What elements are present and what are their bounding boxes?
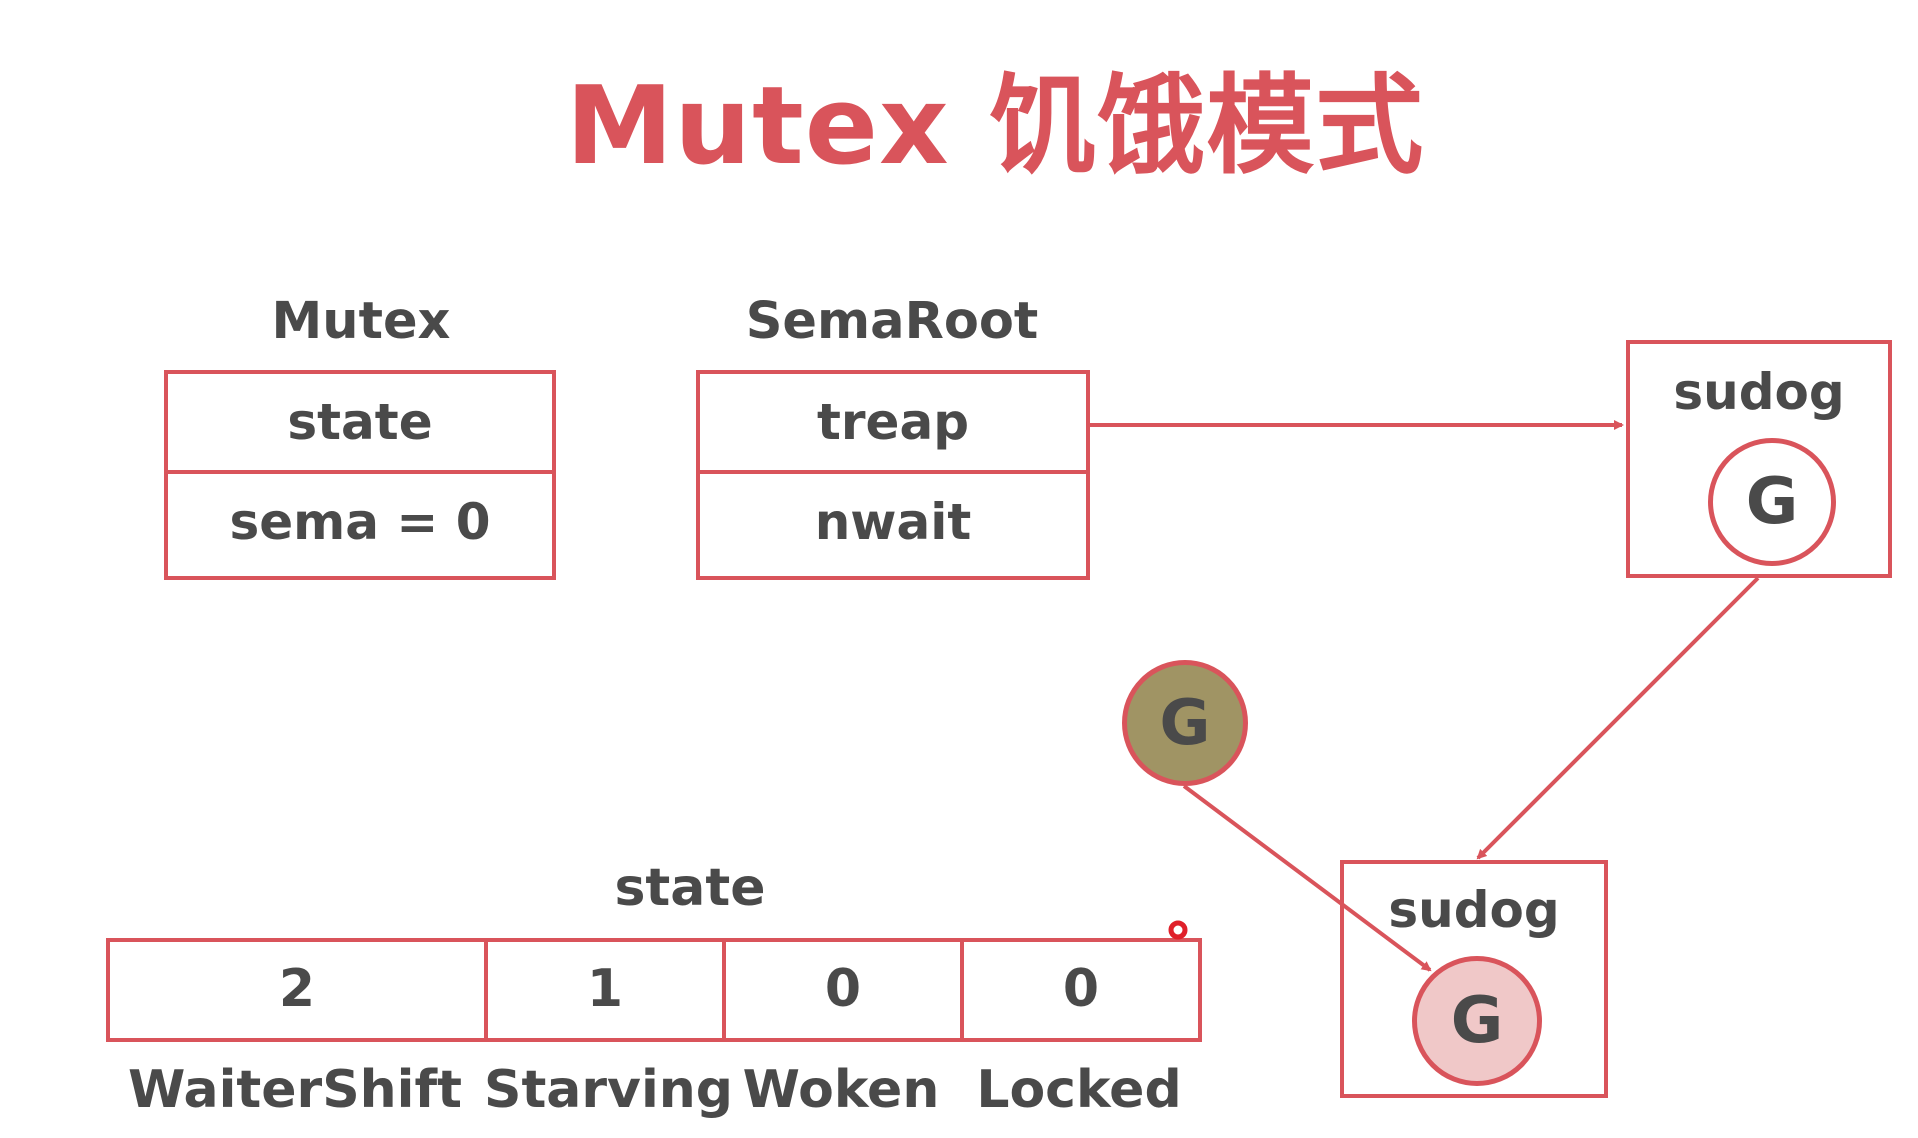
state-bits-title: state (614, 858, 766, 918)
sudog-top-g-label: G (1745, 465, 1799, 539)
free-goroutine-label: G (1159, 686, 1211, 759)
bit-waitershift-name: WaiterShift (128, 1060, 462, 1120)
semaroot-title: SemaRoot (745, 292, 1039, 351)
mutex-title: Mutex (271, 292, 451, 351)
mutex-struct: state sema = 0 (164, 370, 556, 580)
sudog-bottom: sudog G (1340, 860, 1608, 1098)
bit-woken-name: Woken (742, 1060, 940, 1120)
sudog-top-to-bottom-arrow (1476, 576, 1760, 860)
sudog-top-goroutine: G (1708, 438, 1836, 566)
sudog-top: sudog G (1626, 340, 1892, 578)
free-goroutine: G (1122, 660, 1248, 786)
sudog-bottom-g-label: G (1450, 984, 1504, 1058)
bit-woken-value: 0 (726, 942, 964, 1038)
bit-locked-name: Locked (976, 1060, 1182, 1120)
pointer-dot (1168, 920, 1188, 940)
mutex-field-state: state (168, 374, 552, 474)
bit-starving-name: Starving (484, 1060, 734, 1120)
slide-title: Mutex 饥饿模式 (565, 64, 1425, 189)
bit-waitershift-value: 2 (110, 942, 488, 1038)
sudog-bottom-title: sudog (1388, 881, 1560, 939)
sudog-top-title: sudog (1673, 363, 1845, 421)
state-bitfield: 2 1 0 0 (106, 938, 1202, 1042)
mutex-field-sema: sema = 0 (229, 493, 491, 551)
bit-starving-value: 1 (488, 942, 726, 1038)
semaroot-field-nwait: nwait (814, 493, 972, 551)
bit-locked-value: 0 (1062, 959, 1100, 1019)
sudog-bottom-goroutine: G (1412, 956, 1542, 1086)
semaroot-field-treap: treap (700, 374, 1086, 474)
semaroot-struct: treap nwait (696, 370, 1090, 580)
